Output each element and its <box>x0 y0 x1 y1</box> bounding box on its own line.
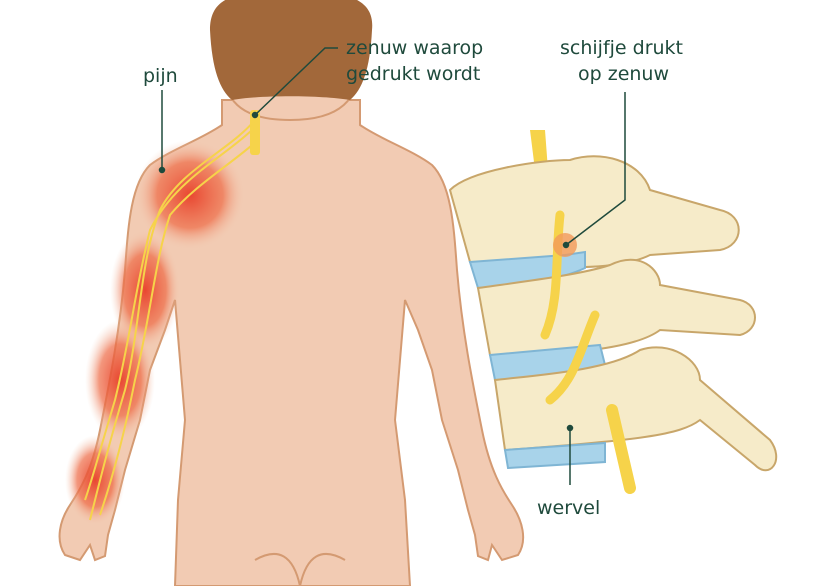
leader-lines <box>158 47 626 485</box>
arm-nerves <box>84 110 260 521</box>
label-pain: pijn <box>143 65 178 87</box>
label-disc-line2: op zenuw <box>578 63 670 85</box>
label-nerve-line2: gedrukt wordt <box>346 63 481 85</box>
label-disc-line1: schijfje drukt <box>560 37 684 59</box>
label-vertebra: wervel <box>537 497 601 519</box>
hair <box>210 0 373 100</box>
spine <box>448 130 778 494</box>
label-nerve-line1: zenuw waarop <box>346 37 484 59</box>
